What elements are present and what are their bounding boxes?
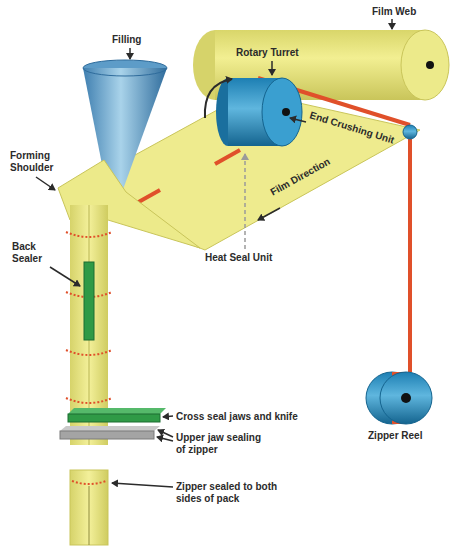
callout-label: Zipper sealed to both sides of pack: [176, 481, 282, 505]
callout-label: Upper jaw sealing of zipper: [176, 432, 272, 456]
callout-label: Forming Shoulder: [10, 150, 66, 174]
callout-label: Cross seal jaws and knife: [176, 411, 298, 423]
callout-label: Back Sealer: [12, 241, 54, 265]
callout-label: Film Web: [372, 6, 416, 18]
callout-label: Heat Seal Unit: [205, 252, 272, 264]
callout-label: Filling: [112, 34, 141, 46]
callout-label: Zipper Reel: [368, 430, 422, 442]
callout-label: Rotary Turret: [236, 47, 299, 59]
